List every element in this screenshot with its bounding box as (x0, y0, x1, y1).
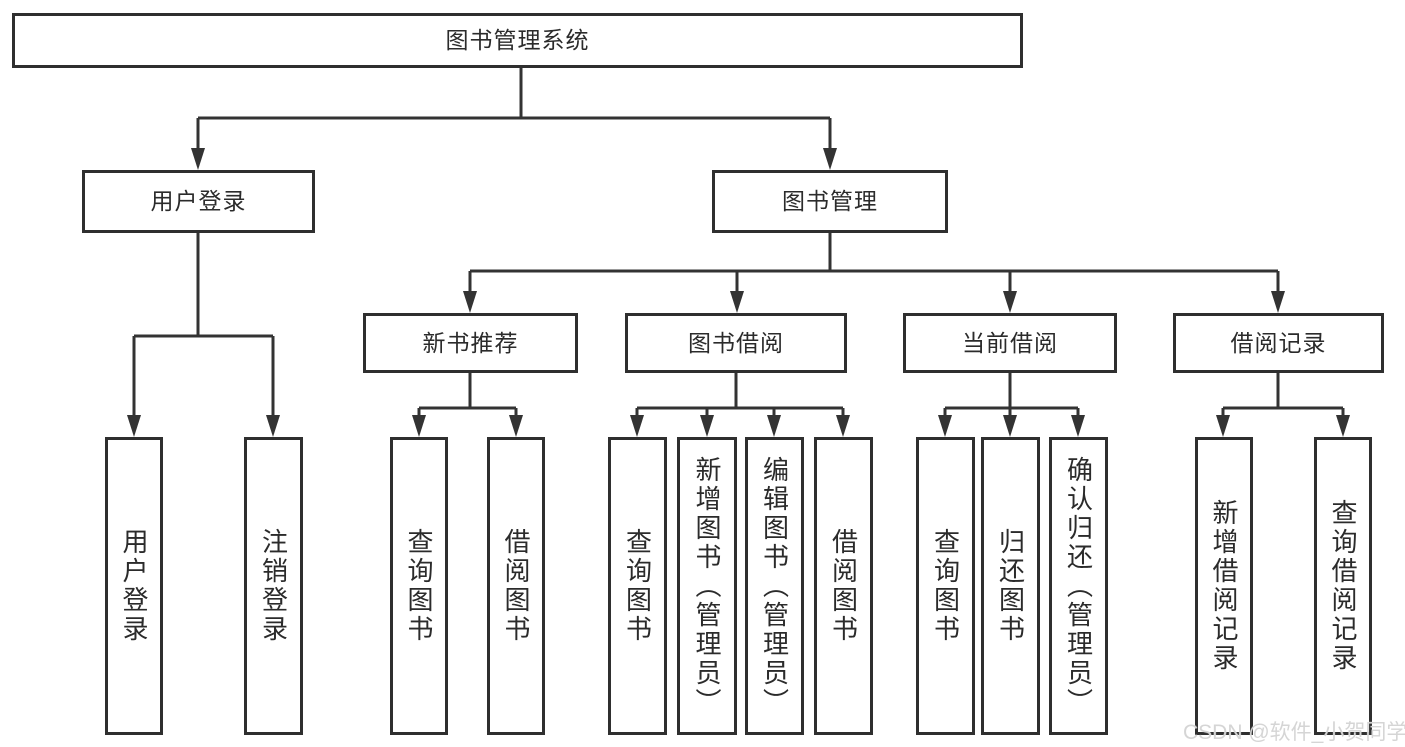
node-current-borrowing: 当前借阅 (903, 313, 1117, 373)
leaf-add-book-admin: 新增图书（管理员） (677, 437, 737, 735)
leaf-user-login: 用户登录 (105, 437, 163, 735)
node-book-borrowing: 图书借阅 (625, 313, 847, 373)
leaf-query-books-borrow: 查询图书 (608, 437, 667, 735)
node-library-system: 图书管理系统 (12, 13, 1023, 68)
leaf-borrow-books: 借阅图书 (814, 437, 873, 735)
leaf-add-borrow-record: 新增借阅记录 (1195, 437, 1253, 735)
leaf-return-books: 归还图书 (981, 437, 1040, 735)
node-book-management: 图书管理 (712, 170, 948, 233)
leaf-borrow-books-recommend: 借阅图书 (487, 437, 545, 735)
node-user-login: 用户登录 (82, 170, 315, 233)
leaf-edit-book-admin: 编辑图书（管理员） (745, 437, 804, 735)
arrowheads (127, 148, 1350, 437)
watermark-csdn: CSDN @软件_小贺同学 (1183, 721, 1405, 744)
leaf-logout: 注销登录 (244, 437, 303, 735)
leaf-query-borrow-record: 查询借阅记录 (1314, 437, 1372, 735)
node-borrowing-records: 借阅记录 (1173, 313, 1384, 373)
leaf-confirm-return-admin: 确认归还（管理员） (1049, 437, 1108, 735)
node-new-book-recommend: 新书推荐 (363, 313, 578, 373)
leaf-query-books-current: 查询图书 (916, 437, 975, 735)
leaf-query-books-recommend: 查询图书 (390, 437, 448, 735)
